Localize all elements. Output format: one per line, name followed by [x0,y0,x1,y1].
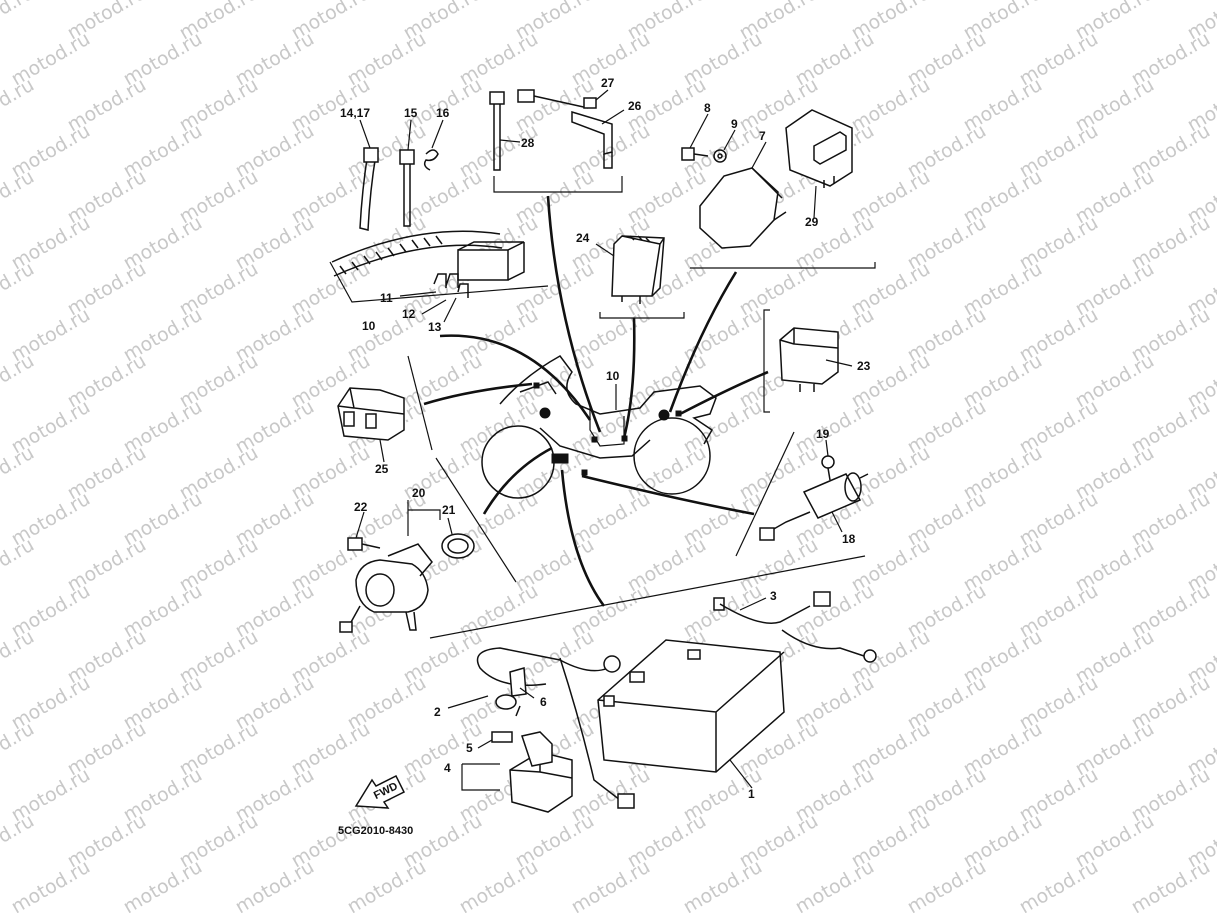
watermark-text: motod.ru [456,856,542,913]
watermark-text: motod.ru [0,626,38,689]
diagram-code: 5CG2010-8430 [338,825,413,837]
callout-11: 11 [380,291,393,305]
callout-labels: 14,17 15 16 28 27 26 8 9 7 29 24 11 12 1… [340,76,871,801]
callout-leaders [355,89,853,791]
callout-24: 24 [576,231,590,245]
relay-25 [337,387,405,441]
callout-16: 16 [436,106,450,120]
battery-assembly [476,591,877,813]
cable-ties [359,147,439,231]
callout-18: 18 [842,532,856,546]
callout-22: 22 [354,500,368,514]
callout-20: 20 [412,486,426,500]
watermark-text: motod.ru [344,856,430,913]
watermark-text: motod.ru [1016,856,1102,913]
watermark-text: motod.ru [1128,856,1214,913]
callout-27: 27 [601,76,615,90]
callout-4: 4 [444,761,451,775]
watermark-text: motod.ru [0,442,38,505]
fuel-pump [759,455,869,541]
watermark-text: motod.ru [8,856,94,913]
watermark-text: motod.ru [904,856,990,913]
watermark-text: motod.ru [680,856,766,913]
flasher-23 [779,327,839,392]
watermark-text: motod.ru [792,856,878,913]
watermark-text: motod.ru [568,856,654,913]
callout-28: 28 [521,136,535,150]
watermark-text: motod.ru [0,534,38,597]
main-switch [339,533,475,633]
fwd-arrow-icon: FWD [354,774,406,809]
callout-29: 29 [805,215,819,229]
callout-14-17: 14,17 [340,106,370,120]
regulator-relay [681,109,853,249]
callout-9: 9 [731,117,738,131]
callout-7: 7 [759,129,766,143]
watermark-text: motod.ru [0,810,38,873]
relay-24 [611,235,665,304]
callout-13: 13 [428,320,442,334]
watermark-text: motod.ru [0,74,38,137]
callout-5: 5 [466,741,473,755]
motorcycle-outline [481,355,717,499]
callout-25: 25 [375,462,389,476]
watermark-text: motod.ru [0,0,38,44]
tie-and-sensor [489,89,613,171]
callout-26: 26 [628,99,642,113]
callout-23: 23 [857,359,871,373]
watermark-text: motod.ru [0,718,38,781]
watermark-text: motod.ru [232,856,318,913]
callout-12: 12 [402,307,416,321]
callout-1: 1 [748,787,755,801]
watermark-text: motod.ru [0,350,38,413]
callout-10-center: 10 [606,369,620,383]
callout-2: 2 [434,705,441,719]
callout-3: 3 [770,589,777,603]
callout-8: 8 [704,101,711,115]
watermark-text: motod.ru [0,258,38,321]
wire-harness-clips [331,230,525,298]
callout-19: 19 [816,427,830,441]
callout-6: 6 [540,695,547,709]
watermark-text: motod.ru [120,856,206,913]
callout-10-top: 10 [362,319,376,333]
callout-15: 15 [404,106,418,120]
watermark-text: motod.ru [0,166,38,229]
callout-21: 21 [442,503,456,517]
group-frame-lines [329,176,876,639]
